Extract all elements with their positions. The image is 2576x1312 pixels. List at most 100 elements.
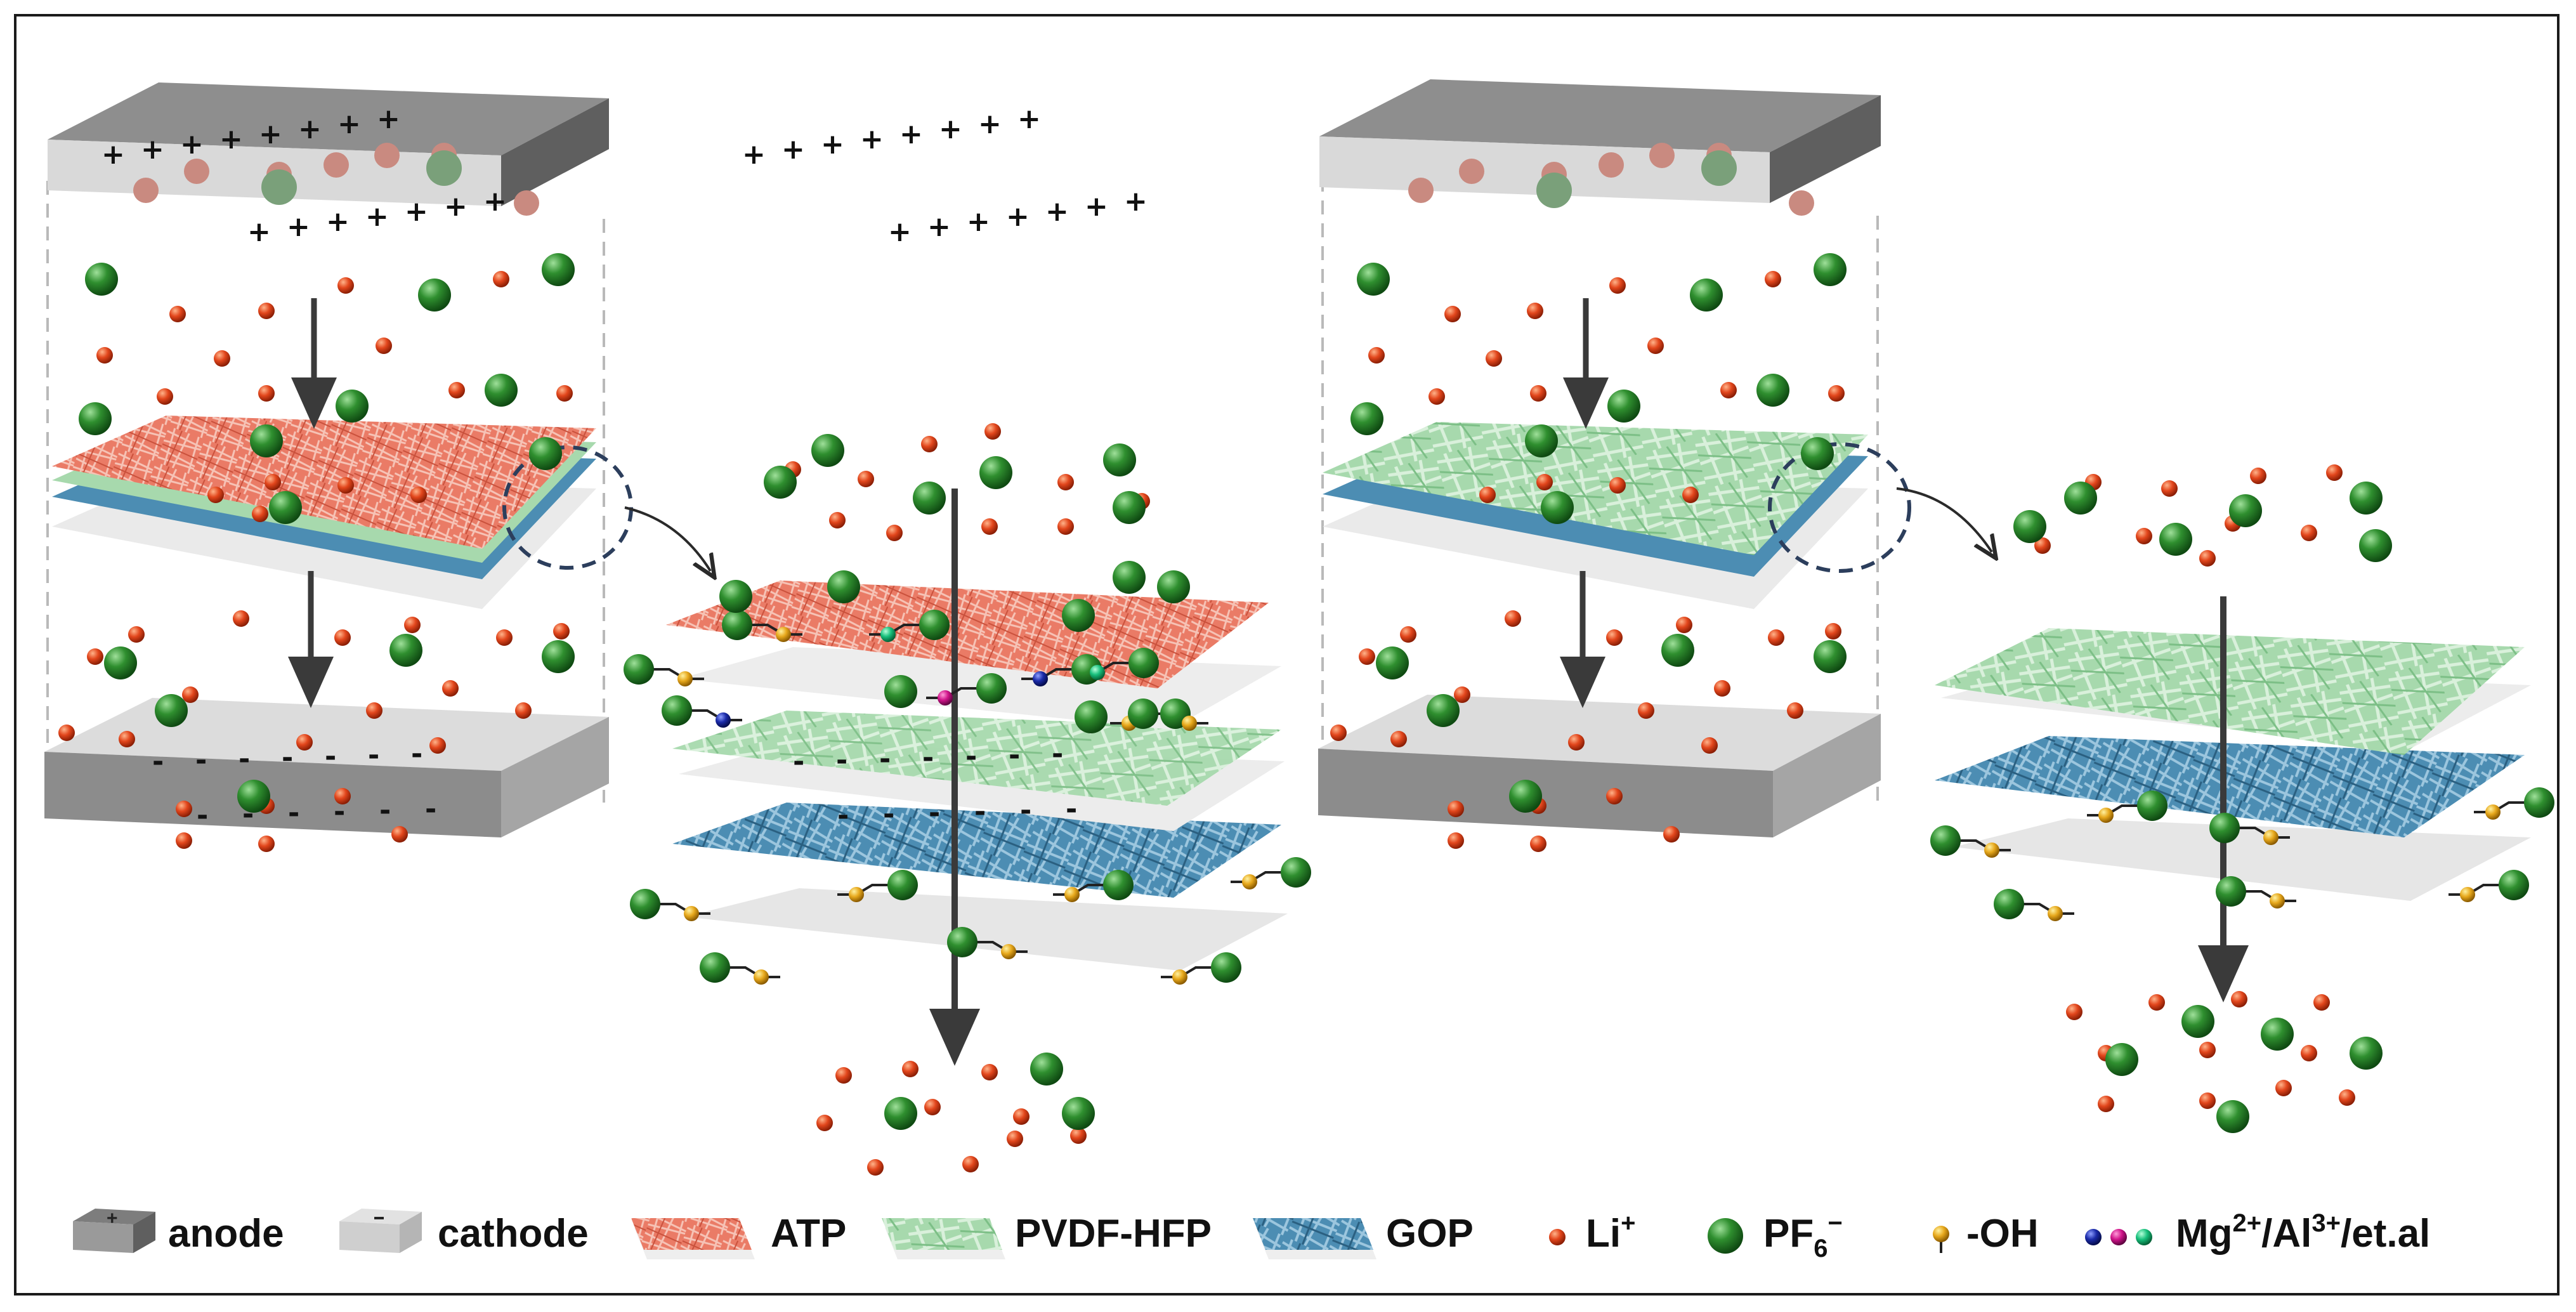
pf6-ion [1814, 253, 1847, 286]
pf6-ion [1509, 780, 1542, 813]
li-ion [58, 725, 75, 741]
group-node [1001, 944, 1016, 959]
pf6-ion [542, 640, 575, 673]
li-ion [1448, 801, 1464, 817]
faded-ion [324, 152, 349, 178]
plus-mark: + [742, 138, 766, 171]
bond-line [726, 966, 780, 978]
li-ion [835, 1067, 852, 1084]
li-ion [96, 347, 113, 364]
li-ion [515, 702, 532, 719]
legend-atp-label: ATP [771, 1212, 846, 1256]
bond-line [974, 941, 1028, 953]
li-ion [2275, 1080, 2292, 1096]
li-ion [1505, 610, 1521, 627]
li-ion [1390, 731, 1407, 747]
plus-mark: + [298, 113, 322, 145]
plus-mark: + [1045, 195, 1069, 228]
pf6-ion [1113, 561, 1146, 594]
pf6-ion [155, 694, 188, 727]
li-ion [376, 338, 392, 354]
legend-gop-label: GOP [1386, 1212, 1474, 1256]
group-node [684, 906, 699, 921]
pf6-ion [979, 456, 1012, 489]
plus-mark: + [326, 206, 350, 238]
pf6-ion [827, 570, 860, 603]
li-ion [1057, 518, 1074, 535]
li-ion [176, 801, 192, 817]
pf6-ion [2159, 523, 2192, 556]
group-node [2263, 830, 2279, 845]
legend-oh-label: -OH [1966, 1212, 2039, 1256]
pf6-ion [2216, 876, 2246, 907]
li-ion [1536, 474, 1553, 490]
li-ion [1359, 648, 1375, 665]
pf6-ion [1128, 648, 1159, 678]
li-ion [207, 487, 224, 503]
left-anode-plate [48, 82, 609, 206]
legend-gop-icon [1253, 1218, 1376, 1259]
li-ion [1768, 629, 1784, 646]
li-ion [2066, 1004, 2082, 1020]
pf6-ion [529, 437, 562, 470]
pf6-ion [919, 610, 950, 640]
bond-line [657, 903, 710, 915]
group-node [2098, 808, 2114, 823]
pf6-ion [237, 780, 270, 813]
li-ion [921, 436, 938, 452]
faded-ion [1408, 178, 1434, 203]
plus-mark: + [287, 211, 310, 243]
li-ion [334, 629, 351, 646]
right-exploded-stack [1935, 596, 2531, 1002]
li-ion [2313, 994, 2330, 1011]
legend-metal-ion-icons [2085, 1229, 2152, 1245]
plus-mark: + [141, 133, 164, 166]
pf6-ion [1690, 279, 1723, 312]
li-ion [334, 788, 351, 804]
legend-anode-icon: + [73, 1208, 155, 1253]
minus-mark: - [325, 740, 336, 773]
li-ion [2199, 550, 2216, 567]
legend-li-icon [1549, 1229, 1566, 1245]
li-ion [2199, 1092, 2216, 1109]
pf6-ion [269, 491, 302, 524]
plus-mark: + [821, 128, 844, 161]
li-ion [214, 350, 230, 367]
bond-line [2474, 801, 2528, 813]
legend-pvdf-label: PVDF-HFP [1015, 1212, 1212, 1256]
li-ion [1787, 702, 1803, 719]
plus-mark: + [259, 118, 282, 150]
pf6-ion [1930, 825, 1961, 856]
pf6-ion [104, 646, 137, 679]
li-ion [1682, 487, 1699, 503]
li-ion [2098, 1096, 2114, 1112]
pf6-ion [947, 927, 977, 957]
pf6-ion [1157, 570, 1190, 603]
legend-atp-icon [631, 1218, 755, 1259]
group-node [1172, 969, 1187, 985]
pf6-ion [884, 675, 917, 708]
group-node [938, 690, 953, 705]
pf6-ion [1062, 599, 1095, 632]
stack-pvdf-layer [672, 711, 1281, 806]
right-cell-outline [1321, 178, 1879, 803]
group-node [754, 969, 769, 985]
li-ion [2136, 528, 2152, 544]
bond-line [869, 624, 923, 636]
bond-line [1231, 871, 1285, 883]
group-node [1033, 671, 1048, 686]
pf6-ion [1030, 1053, 1063, 1086]
minus-mark: - [379, 794, 391, 827]
minus-mark: - [425, 793, 436, 825]
minus-mark: - [368, 739, 379, 771]
li-ion [2326, 464, 2343, 481]
legend-pf6-label: PF6− [1763, 1209, 1843, 1263]
li-ion [1701, 737, 1718, 754]
li-ion [1448, 832, 1464, 849]
minus-mark: - [1052, 738, 1063, 770]
faded-ion [1649, 143, 1675, 168]
minus-mark: - [1009, 739, 1020, 771]
left-cell-outline [46, 181, 605, 803]
stack-gop-layer [672, 803, 1281, 898]
